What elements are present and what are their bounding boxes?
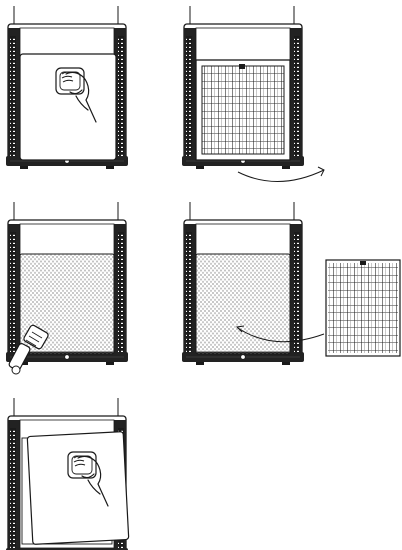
step-3-panel bbox=[6, 202, 128, 374]
step-1-panel bbox=[6, 6, 128, 169]
front-cover bbox=[27, 432, 129, 545]
new-filter bbox=[326, 260, 400, 356]
step-2-panel bbox=[182, 6, 324, 182]
pre-filter-mesh bbox=[196, 254, 290, 354]
step-4-panel bbox=[182, 202, 400, 365]
curved-arrow-icon bbox=[238, 170, 324, 182]
step-5-panel bbox=[6, 398, 129, 550]
